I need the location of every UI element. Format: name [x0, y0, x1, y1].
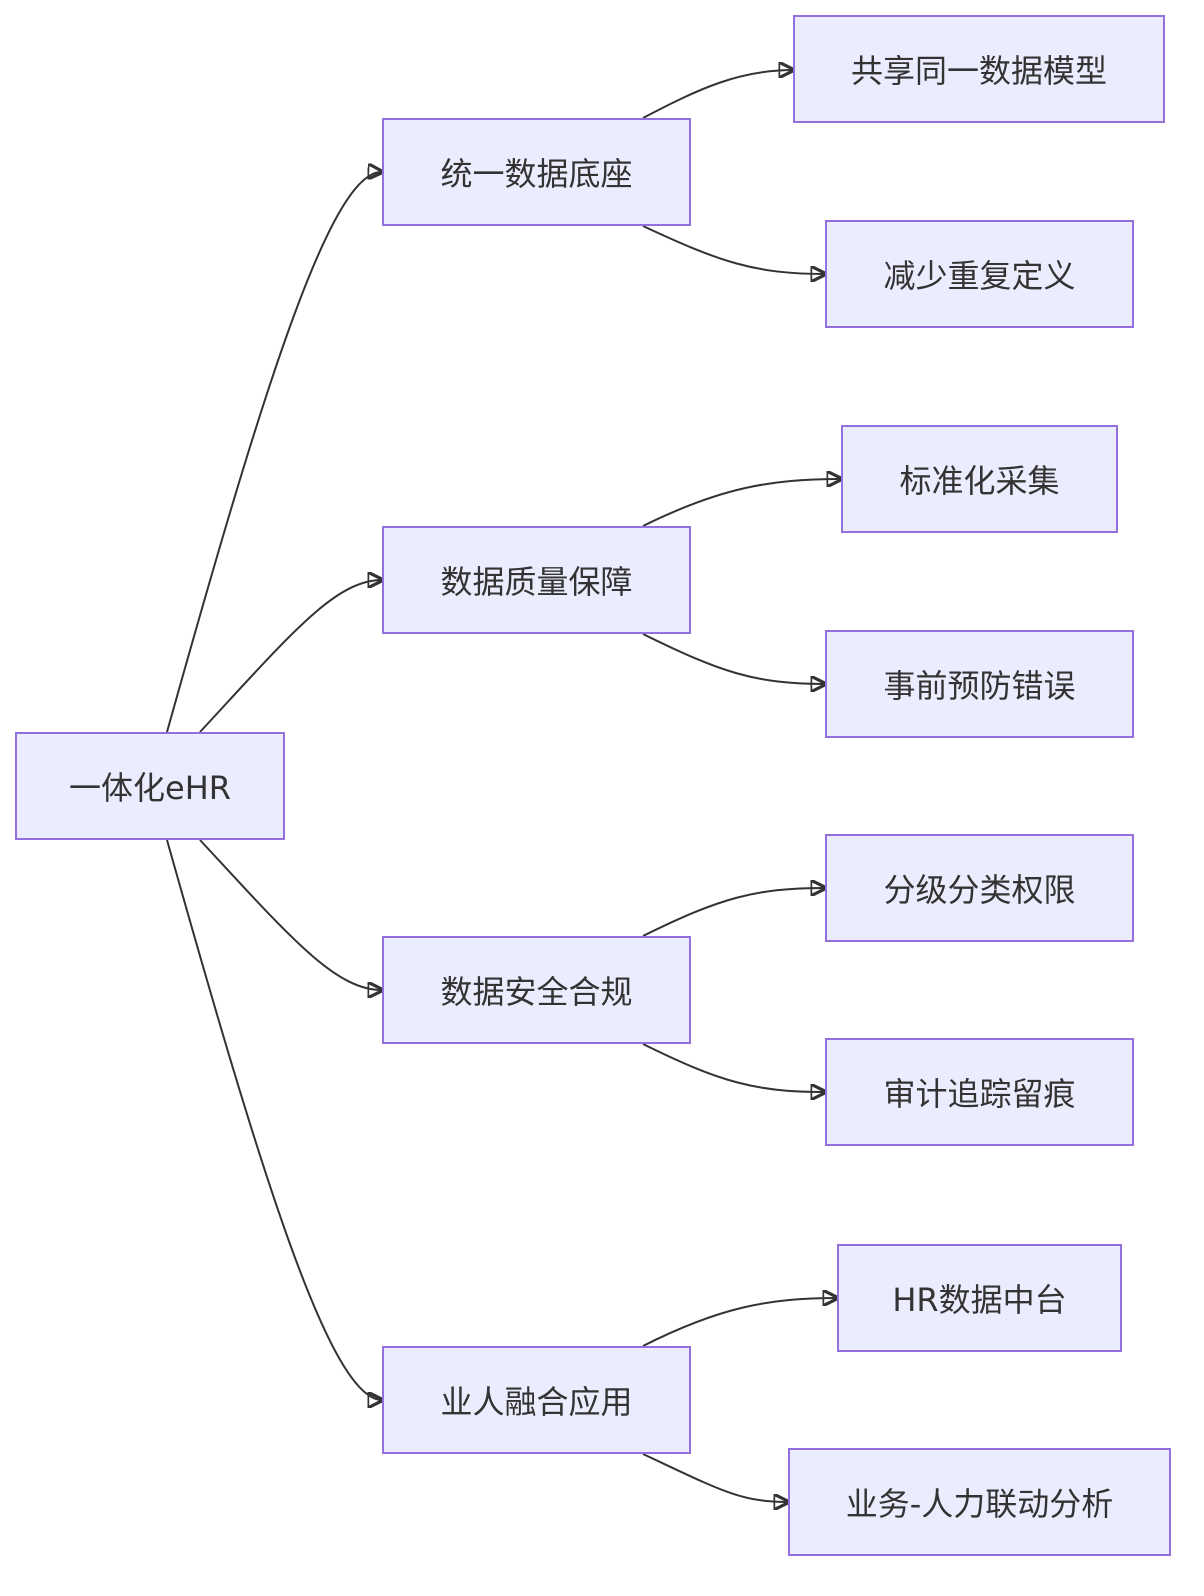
- edge-branch-1-to-leaf-1: [642, 70, 793, 119]
- leaf-node: HR数据中台: [837, 1244, 1122, 1352]
- leaf-node-label: 分级分类权限: [883, 871, 1076, 909]
- leaf-node-label: 共享同一数据模型: [850, 52, 1107, 90]
- branch-node-label: 业人融合应用: [440, 1383, 633, 1421]
- leaf-node-label: 审计追踪留痕: [883, 1075, 1076, 1113]
- branch-node-label: 数据安全合规: [440, 973, 633, 1011]
- root-node: 一体化eHR: [15, 732, 285, 840]
- leaf-node: 减少重复定义: [825, 220, 1134, 328]
- edge-branch-4-to-leaf-2: [642, 1453, 788, 1502]
- leaf-node: 审计追踪留痕: [825, 1038, 1134, 1146]
- branch-node-2: 数据质量保障: [382, 526, 691, 634]
- leaf-node: 业务-人力联动分析: [788, 1448, 1171, 1556]
- branch-node-label: 统一数据底座: [440, 155, 633, 193]
- edge-root-to-branch-4: [166, 839, 382, 1400]
- edge-root-to-branch-1: [166, 172, 382, 733]
- edge-branch-4-to-leaf-1: [642, 1298, 837, 1347]
- leaf-node: 事前预防错误: [825, 630, 1134, 738]
- branch-node-1: 统一数据底座: [382, 118, 691, 226]
- leaf-node-label: HR数据中台: [892, 1281, 1067, 1319]
- edge-branch-2-to-leaf-2: [642, 633, 825, 684]
- branch-node-3: 数据安全合规: [382, 936, 691, 1044]
- edge-branch-2-to-leaf-1: [642, 479, 841, 527]
- root-node-label: 一体化eHR: [69, 769, 231, 807]
- edge-root-to-branch-3: [199, 839, 382, 990]
- leaf-node: 共享同一数据模型: [793, 15, 1165, 123]
- leaf-node-label: 业务-人力联动分析: [845, 1485, 1114, 1523]
- branch-node-label: 数据质量保障: [440, 563, 633, 601]
- edge-branch-3-to-leaf-1: [642, 888, 825, 937]
- edge-root-to-branch-2: [199, 580, 382, 733]
- branch-node-4: 业人融合应用: [382, 1346, 691, 1454]
- edge-branch-1-to-leaf-2: [642, 225, 825, 274]
- leaf-node-label: 事前预防错误: [883, 667, 1076, 705]
- leaf-node-label: 减少重复定义: [883, 257, 1076, 295]
- leaf-node: 分级分类权限: [825, 834, 1134, 942]
- leaf-node: 标准化采集: [841, 425, 1118, 533]
- leaf-node-label: 标准化采集: [899, 462, 1060, 500]
- edge-branch-3-to-leaf-2: [642, 1043, 825, 1092]
